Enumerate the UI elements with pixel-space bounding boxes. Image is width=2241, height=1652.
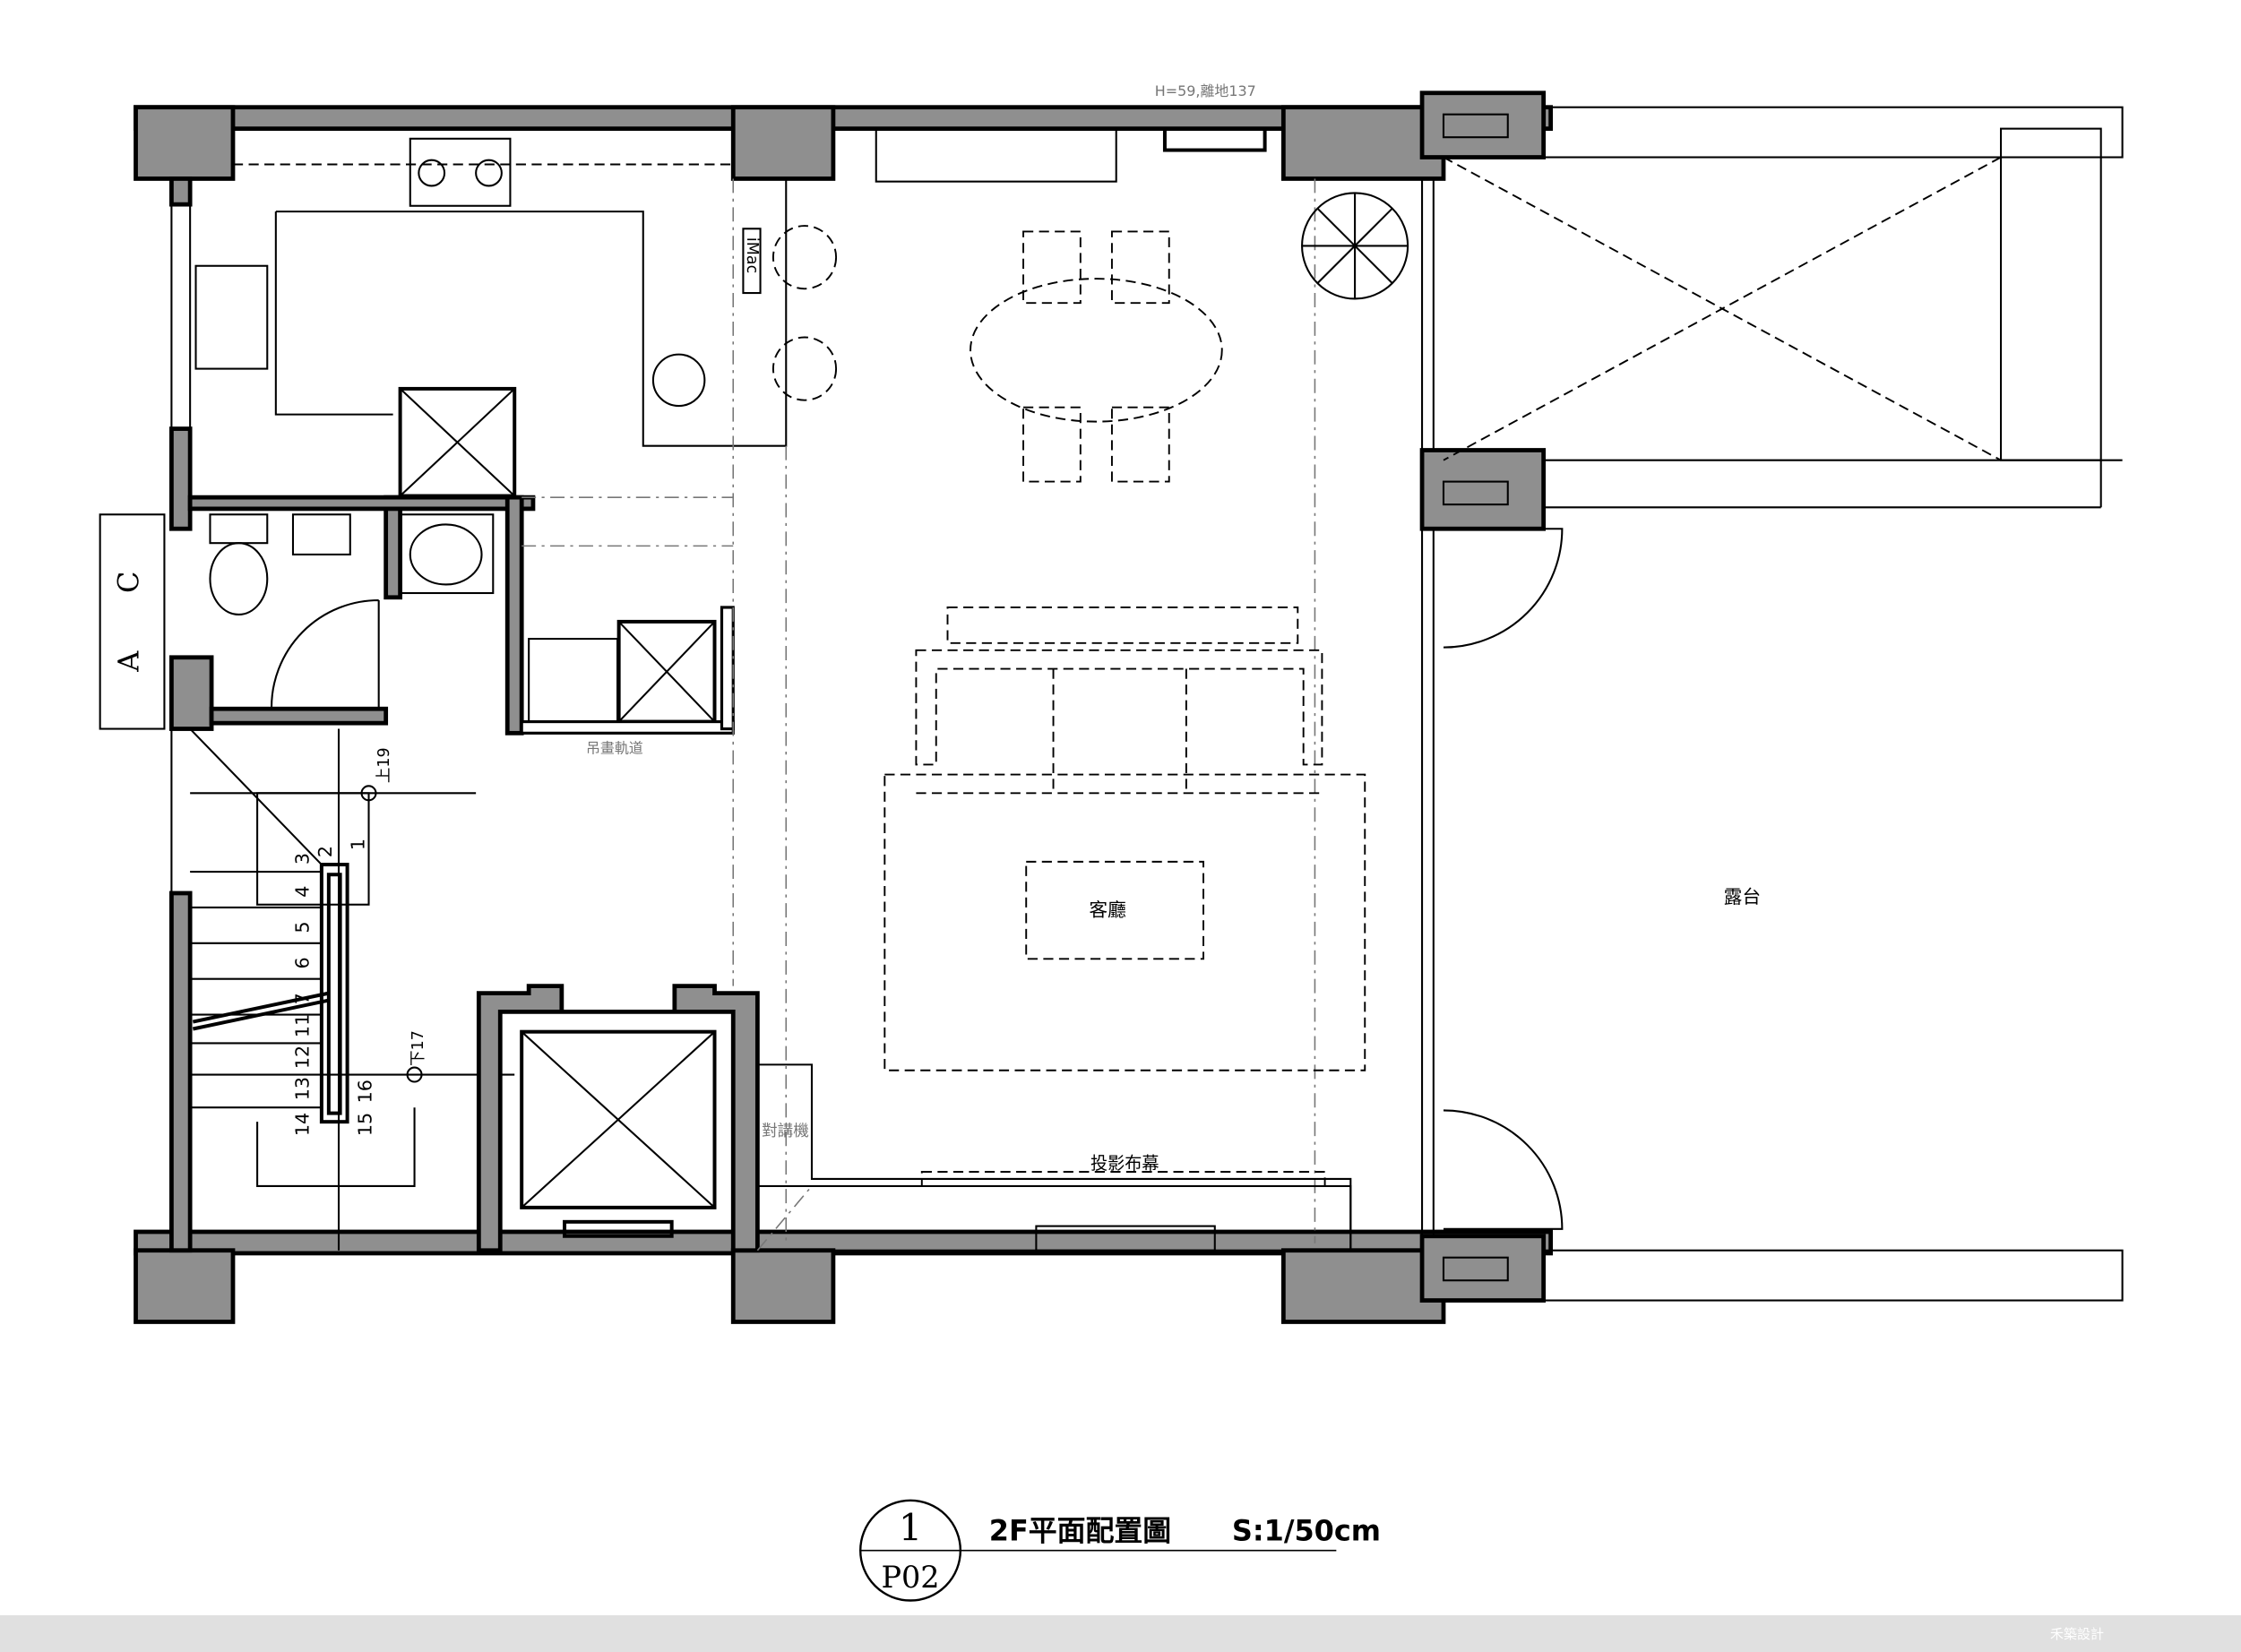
stair-number: 6 xyxy=(292,957,314,968)
footer-bar: 禾築設計 xyxy=(0,1615,2241,1652)
walls xyxy=(99,90,1553,1324)
drawing-title: 2F平面配置圖 xyxy=(989,1514,1171,1548)
staircase: 1 2 3 4 5 6 7 11 12 13 14 15 16 上19 下17 xyxy=(189,727,515,1251)
living-dining xyxy=(521,178,1409,1252)
drawing-scale: S:1/50cm xyxy=(1232,1514,1381,1548)
stair-down-label: 下17 xyxy=(409,1030,427,1066)
title-block: 1 P02 2F平面配置圖 S:1/50cm xyxy=(859,1499,1381,1602)
elevator xyxy=(476,984,760,1253)
stair-number: 2 xyxy=(315,846,336,857)
stair-number: 7 xyxy=(292,993,314,1004)
stair-number: 14 xyxy=(292,1113,314,1136)
intercom-label: 對講機 xyxy=(762,1123,809,1140)
stair-number: 12 xyxy=(292,1045,314,1069)
bathroom xyxy=(209,513,735,735)
stair-up-label: 上19 xyxy=(375,747,393,783)
stair-number: 11 xyxy=(292,1014,314,1037)
stair-number: 1 xyxy=(348,839,369,850)
window-note: H=59,離地137 xyxy=(1155,82,1256,99)
stair-number: 3 xyxy=(292,853,314,865)
stair-number: 13 xyxy=(292,1077,314,1100)
sheet-number: P02 xyxy=(881,1560,939,1595)
imac-label: iMac xyxy=(743,237,761,273)
picture-rail-label: 吊畫軌道 xyxy=(586,740,643,757)
projector-screen-label: 投影布幕 xyxy=(1090,1153,1159,1174)
terrace-label: 露台 xyxy=(1724,886,1761,908)
stair-number: 4 xyxy=(292,886,314,898)
stair-number: 15 xyxy=(355,1113,376,1136)
kitchen xyxy=(194,126,1267,498)
stair-number: 16 xyxy=(355,1080,376,1103)
section-marker-a: A xyxy=(112,650,146,673)
terrace xyxy=(1443,106,2124,1302)
living-room-label: 客廳 xyxy=(1089,899,1125,920)
drawing-number: 1 xyxy=(899,1507,922,1550)
section-marker-c: C xyxy=(112,572,146,593)
stair-number: 5 xyxy=(292,921,314,933)
brand-label: 禾築設計 xyxy=(2050,1626,2105,1642)
